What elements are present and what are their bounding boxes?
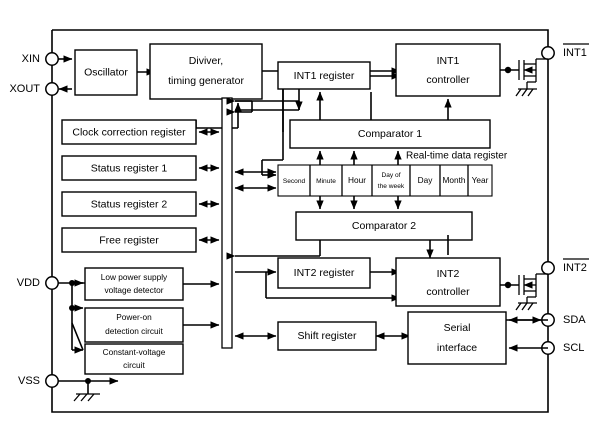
pin-label-sda: SDA — [563, 314, 586, 326]
pin-label-int2: INT2 — [563, 258, 589, 274]
status-register-2-label: Status register 2 — [91, 198, 168, 210]
block-comparator-2: Comparator 2 — [295, 211, 473, 241]
internal-data-bus — [221, 97, 233, 349]
rtc-cell-dayofweek-line2: the week — [378, 183, 405, 190]
pin-label-int1: INT1 — [563, 43, 589, 59]
int1-register-label: INT1 register — [294, 70, 355, 82]
constant-voltage-label-line2: circuit — [123, 360, 145, 370]
svg-text:INT1: INT1 — [563, 47, 587, 59]
block-int1-controller: INT1 controller — [395, 43, 501, 97]
shift-register-label: Shift register — [298, 330, 357, 342]
wires-left-stack-to-bus — [198, 128, 220, 244]
divider-label-line1: Diviver, — [189, 55, 223, 67]
clock-correction-register-label: Clock correction register — [72, 126, 186, 138]
block-status-register-2: Status register 2 — [61, 191, 197, 217]
block-oscillator: Oscillator — [74, 49, 138, 96]
pin-label-xin: XIN — [22, 53, 40, 65]
block-shift-register: Shift register — [277, 321, 377, 351]
serial-interface-label-line2: interface — [437, 342, 477, 354]
int1-output-transistor — [500, 58, 548, 97]
pin-xin — [45, 52, 73, 66]
divider-label-line2: timing generator — [168, 75, 244, 87]
block-divider-timing-generator: Diviver, timing generator — [149, 43, 263, 100]
int1-controller-label-line2: controller — [426, 74, 470, 86]
realtime-data-register-caption: Real-time data register — [406, 151, 508, 162]
pin-int2 — [541, 261, 555, 275]
block-comparator-1: Comparator 1 — [289, 119, 491, 149]
rtc-cell-second: Second — [283, 178, 306, 185]
block-clock-correction-register: Clock correction register — [61, 119, 197, 145]
free-register-label: Free register — [99, 234, 159, 246]
rtc-cell-hour: Hour — [348, 175, 366, 185]
block-low-power-supply-voltage-detector: Low power supply voltage detector — [84, 267, 184, 301]
block-int2-register: INT2 register — [277, 257, 371, 289]
pin-label-vdd: VDD — [17, 277, 40, 289]
rtc-cell-month: Month — [442, 175, 465, 185]
comparator-1-label: Comparator 1 — [358, 128, 422, 140]
int2-controller-label-line2: controller — [426, 286, 470, 298]
block-power-on-detection-circuit: Power-on detection circuit — [84, 307, 184, 343]
int2-register-label: INT2 register — [294, 267, 355, 279]
pin-vss — [45, 374, 119, 402]
block-int2-controller: INT2 controller — [395, 257, 501, 307]
block-serial-interface: Serial interface — [407, 311, 507, 365]
power-on-label-line2: detection circuit — [105, 326, 163, 336]
block-status-register-1: Status register 1 — [61, 155, 197, 181]
oscillator-label: Oscillator — [84, 66, 128, 78]
rtc-cell-day: Day — [418, 175, 434, 185]
realtime-data-register: Second Minute Hour Day of the week Day M… — [277, 164, 493, 197]
pin-xout — [45, 82, 72, 96]
low-power-label-line2: voltage detector — [104, 285, 163, 295]
rtc-cell-dayofweek-line1: Day of — [381, 172, 400, 179]
block-free-register: Free register — [61, 227, 197, 253]
rtc-cell-year: Year — [472, 175, 489, 185]
pin-label-xout: XOUT — [9, 83, 40, 95]
status-register-1-label: Status register 1 — [91, 162, 168, 174]
constant-voltage-label-line1: Constant-voltage — [103, 347, 166, 357]
serial-interface-label-line1: Serial — [444, 322, 471, 334]
power-on-label-line1: Power-on — [116, 312, 152, 322]
comparator-2-label: Comparator 2 — [352, 220, 416, 232]
svg-text:INT2: INT2 — [563, 262, 587, 274]
low-power-label-line1: Low power supply — [101, 272, 168, 282]
int2-output-transistor — [500, 273, 548, 311]
pin-vdd — [45, 276, 85, 354]
pin-label-vss: VSS — [18, 375, 40, 387]
pin-label-scl: SCL — [563, 342, 584, 354]
int2-controller-label-line1: INT2 — [437, 268, 460, 280]
int1-controller-label-line1: INT1 — [437, 55, 460, 67]
block-constant-voltage-circuit: Constant-voltage circuit — [84, 343, 184, 375]
rtc-cell-minute: Minute — [316, 178, 336, 185]
block-int1-register: INT1 register — [277, 61, 371, 90]
pin-int1 — [541, 46, 555, 60]
